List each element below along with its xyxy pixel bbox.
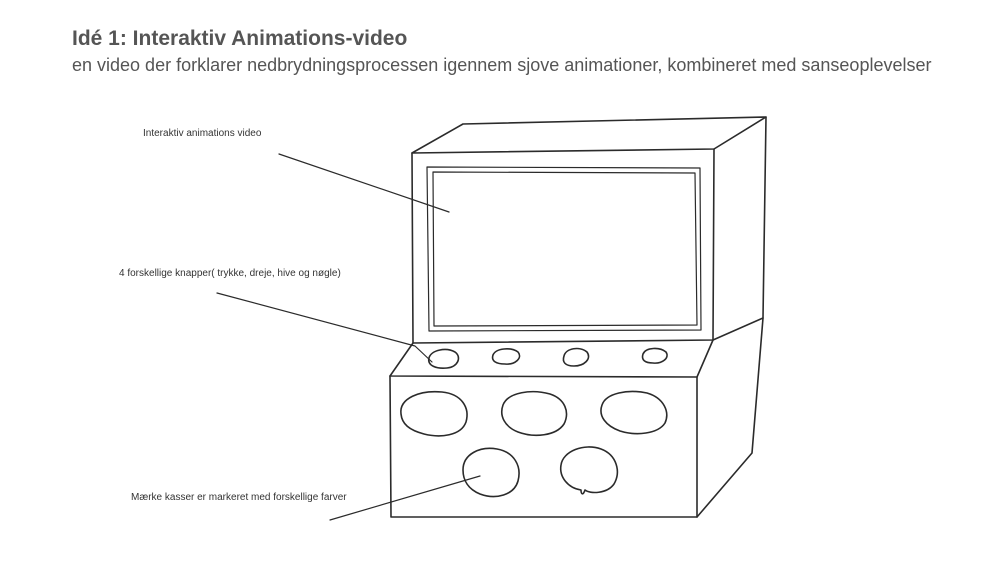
box-hole-4 [462,447,520,498]
cabinet-bottom [389,317,764,518]
box-hole-5 [559,446,618,495]
box-hole-2 [501,390,568,437]
leader-video [278,153,450,213]
control-buttons [427,347,668,369]
leader-boxes [329,475,481,521]
box-openings [400,390,668,498]
button-key [641,347,668,364]
annotation-video: Interaktiv animations video [143,128,262,139]
annotation-buttons: 4 forskellige knapper( trykke, dreje, hi… [119,268,341,279]
slide-title: Idé 1: Interaktiv Animations-video [72,27,408,50]
cabinet-top [411,116,767,344]
annotation-boxes: Mærke kasser er markeret med forskellige… [131,492,347,503]
annotation-leaders [216,153,481,521]
slide-subtitle: en video der forklarer nedbrydningsproce… [72,55,932,75]
button-push [427,348,460,369]
control-panel [389,339,714,378]
box-hole-3 [600,390,668,435]
button-turn [491,348,521,365]
leader-buttons [216,292,433,363]
box-hole-1 [400,390,468,437]
button-pull [562,347,590,367]
video-screen [426,166,702,332]
